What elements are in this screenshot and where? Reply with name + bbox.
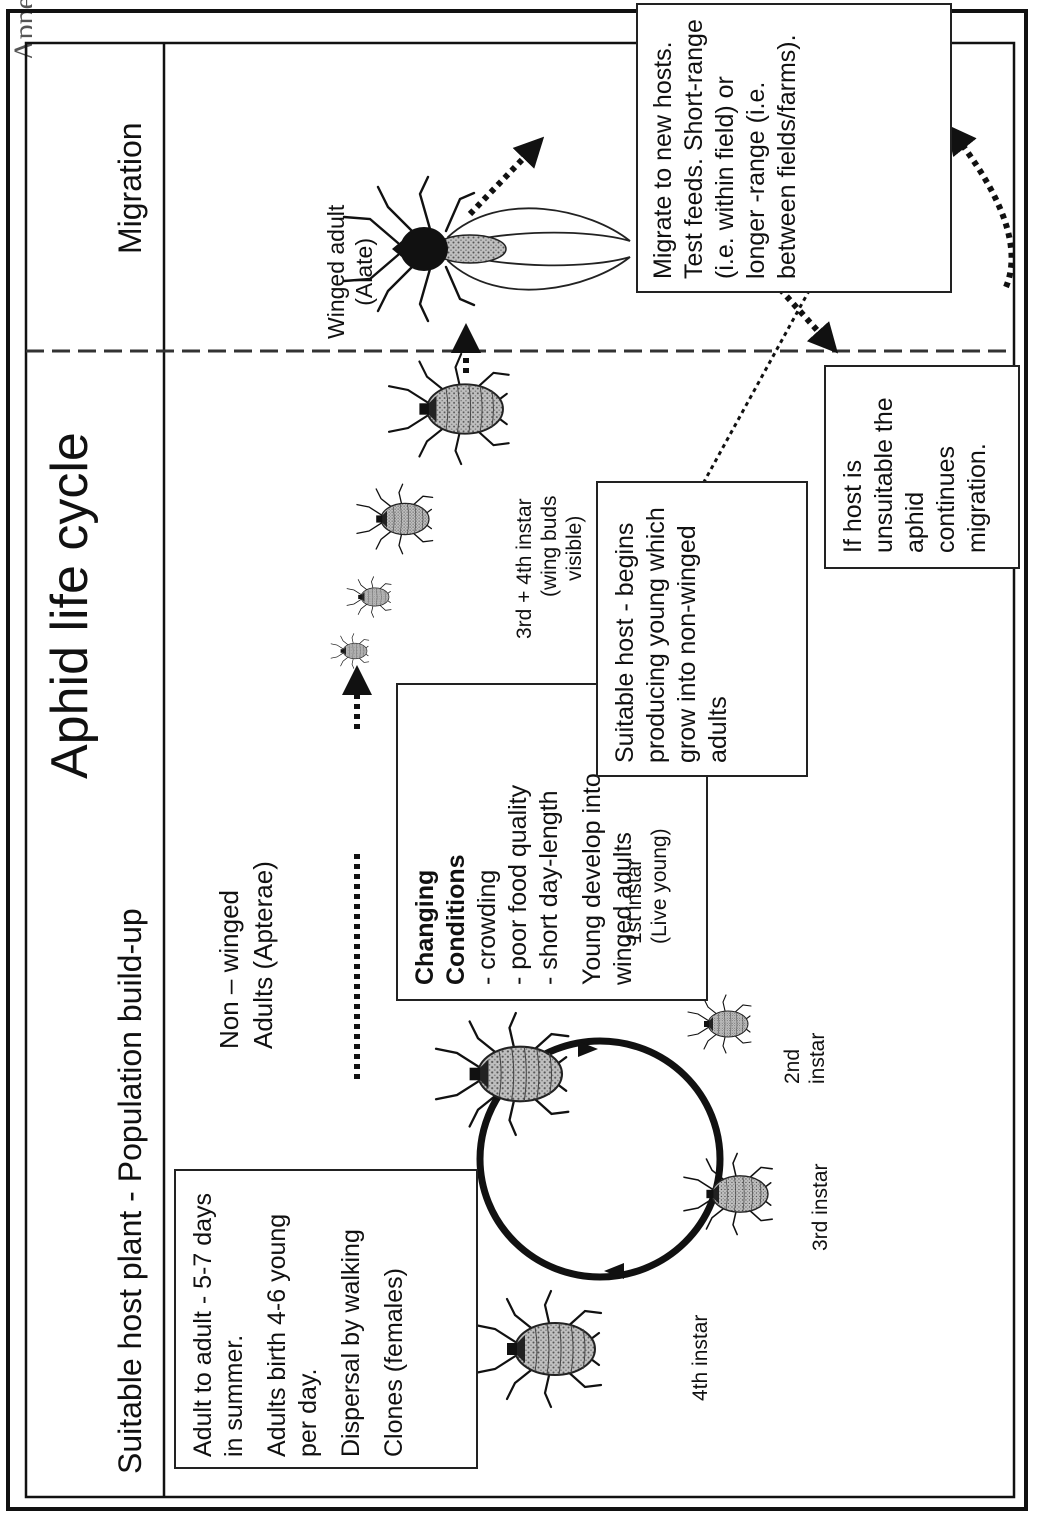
wingbud-nymph-small: [346, 576, 392, 618]
apterae-line-1: Non – winged: [214, 890, 244, 1049]
unsuitable-host-box: If host is unsuitable the aphid continue…: [824, 365, 1020, 569]
first-instar-line-1: 1st instar: [623, 858, 646, 944]
second-instar-line-2: instar: [806, 1032, 829, 1084]
outer-border: [6, 9, 1028, 1511]
apterae-label: Non – winged Adults (Apterae): [212, 861, 280, 1049]
cycle-circle: [476, 1037, 724, 1281]
condition-item-daylength: - short day-length: [535, 790, 563, 985]
diagram-title: Aphid life cycle: [41, 432, 99, 779]
wingbud-line-2: (wing buds: [538, 495, 561, 597]
fourth-instar-label: 4th instar: [689, 1314, 712, 1401]
inner-border: [24, 41, 1016, 1499]
wingbud-nymph-large: [387, 352, 510, 466]
changing-conditions-heading: Changing Conditions: [411, 854, 470, 985]
second-instar-label: 2nd instar: [780, 1033, 830, 1084]
second-instar-bug: [687, 994, 752, 1054]
arrow-return-migration: [946, 124, 1015, 289]
wingbud-line-1: 3rd + 4th instar: [513, 498, 536, 639]
wingbud-label: 3rd + 4th instar (wing buds visible): [512, 495, 587, 639]
first-instar-label: 1st instar (Live young): [622, 828, 672, 944]
summary-line-3: Dispersal by walking: [337, 1229, 365, 1457]
arrow-migrate-to-unsuitable: [777, 286, 839, 354]
suitable-host-box: Suitable host - begins producing young w…: [596, 481, 808, 777]
summary-box: Adult to adult - 5-7 days in summer. Adu…: [174, 1169, 478, 1469]
third-instar-label: 3rd instar: [809, 1163, 832, 1251]
alate-line-1: Winged adult: [323, 204, 349, 339]
condition-item-crowding: - crowding: [473, 869, 501, 985]
summary-line-4: Clones (females): [380, 1268, 408, 1457]
migrate-box: Migrate to new hosts. Test feeds. Short-…: [636, 3, 952, 293]
small-nymph-bug: [330, 633, 370, 669]
condition-item-food: - poor food quality: [504, 784, 532, 985]
first-instar-line-2: (Live young): [648, 828, 671, 944]
arrow-alate-outward: [467, 136, 545, 217]
cycle-arrowhead-left: [604, 1263, 624, 1279]
alate-label: Winged adult (Alate): [322, 205, 378, 339]
second-instar-line-1: 2nd: [781, 1048, 804, 1084]
section-population-label: Suitable host plant - Population build-u…: [112, 908, 148, 1474]
summary-line-2: Adults birth 4-6 young per day.: [263, 1213, 322, 1457]
line-suitable-to-migrate: [686, 288, 812, 512]
adult-aptera-bug: [434, 1011, 570, 1137]
wingbud-line-3: visible): [563, 515, 586, 581]
cycle-arrowhead-right: [578, 1041, 598, 1057]
section-migration-label: Migration: [112, 122, 148, 254]
alate-line-2: (Alate): [351, 238, 377, 306]
fourth-instar-bug: [473, 1289, 603, 1409]
wingbud-nymph-medium: [356, 483, 434, 555]
summary-line-1: Adult to adult - 5-7 days in summer.: [189, 1192, 248, 1457]
apterae-line-2: Adults (Apterae): [248, 861, 278, 1049]
